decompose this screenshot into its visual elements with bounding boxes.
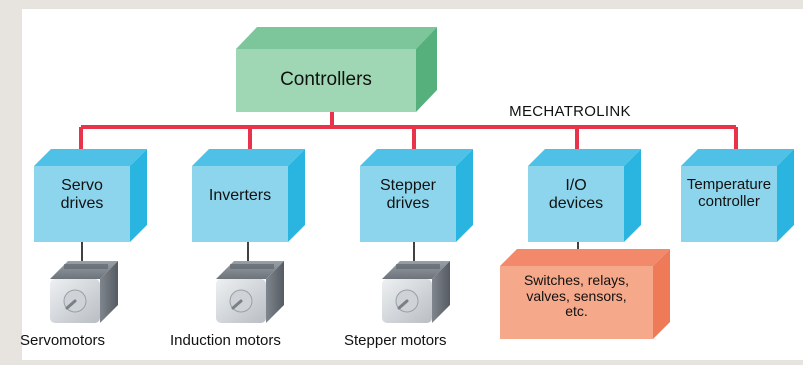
device-box-side <box>624 149 641 242</box>
device-box-top <box>528 149 641 166</box>
stepper-motor-icon <box>382 261 450 323</box>
temperature-controller-label: Temperature controller <box>681 176 777 211</box>
io-devices-label: I/O devices <box>528 177 624 213</box>
servo-drives-label: Servo drives <box>34 177 130 213</box>
inverters-label: Inverters <box>192 187 288 205</box>
device-box-side <box>456 149 473 242</box>
io-devices-line-switches: Switches, relays, <box>523 272 630 288</box>
stepper-drives-label: Stepper drives <box>360 177 456 213</box>
servo-drives-line-2: drives <box>60 194 104 212</box>
io-devices-box-front <box>500 266 653 339</box>
device-box-side <box>130 149 147 242</box>
device-box-temperature <box>681 149 794 242</box>
device-box-front <box>681 166 777 242</box>
device-box-front <box>360 166 456 242</box>
io-devices-line-etc: etc. <box>565 303 588 320</box>
induction-motors-label: Induction motors <box>170 332 281 349</box>
device-box-side <box>288 149 305 242</box>
device-box-io <box>528 149 641 242</box>
io-devices-line-valves: valves, sensors, <box>526 287 627 304</box>
io-devices-box-top <box>500 249 670 266</box>
io-devices-line-1: I/O <box>565 177 587 194</box>
io-devices-box <box>500 249 670 339</box>
device-box-inverters <box>192 149 305 242</box>
device-box-top <box>34 149 147 166</box>
inverters-line-1: Inverters <box>208 187 272 204</box>
controllers-label: Controllers <box>280 69 372 90</box>
architecture-diagram <box>34 27 794 339</box>
temperature-controller-line-1: Temperature <box>686 176 772 193</box>
controllers-box-side <box>416 27 437 112</box>
device-box-top <box>192 149 305 166</box>
temperature-controller-line-2: controller <box>698 192 760 210</box>
servo-drives-line-1: Servo <box>61 177 103 194</box>
servomotors-label: Servomotors <box>20 332 106 349</box>
device-box-front <box>34 166 130 242</box>
servomotor-icon <box>50 261 118 323</box>
device-box-top <box>681 149 794 166</box>
mechatrolink-label: MECHATROLINK <box>509 103 631 120</box>
device-box-stepper <box>360 149 473 242</box>
io-devices-line-2: devices <box>548 194 604 212</box>
io-devices-list: Switches, relays, valves, sensors, etc. <box>500 272 653 320</box>
controllers-box-top <box>236 27 437 49</box>
stepper-drives-line-2: drives <box>386 194 430 212</box>
stepper-motors-label: Stepper motors <box>344 332 447 349</box>
device-box-front <box>528 166 624 242</box>
stepper-drives-line-1: Stepper <box>379 177 437 194</box>
io-devices-box-side <box>653 249 670 339</box>
device-box-front <box>192 166 288 242</box>
device-box-top <box>360 149 473 166</box>
device-box-side <box>777 149 794 242</box>
diagram-canvas: Controllers MECHATROLINK Servo drives In… <box>20 9 803 360</box>
controllers-box <box>236 27 437 112</box>
controllers-box-front <box>236 49 416 112</box>
induction-motor-icon <box>216 261 284 323</box>
device-box-servo <box>34 149 147 242</box>
